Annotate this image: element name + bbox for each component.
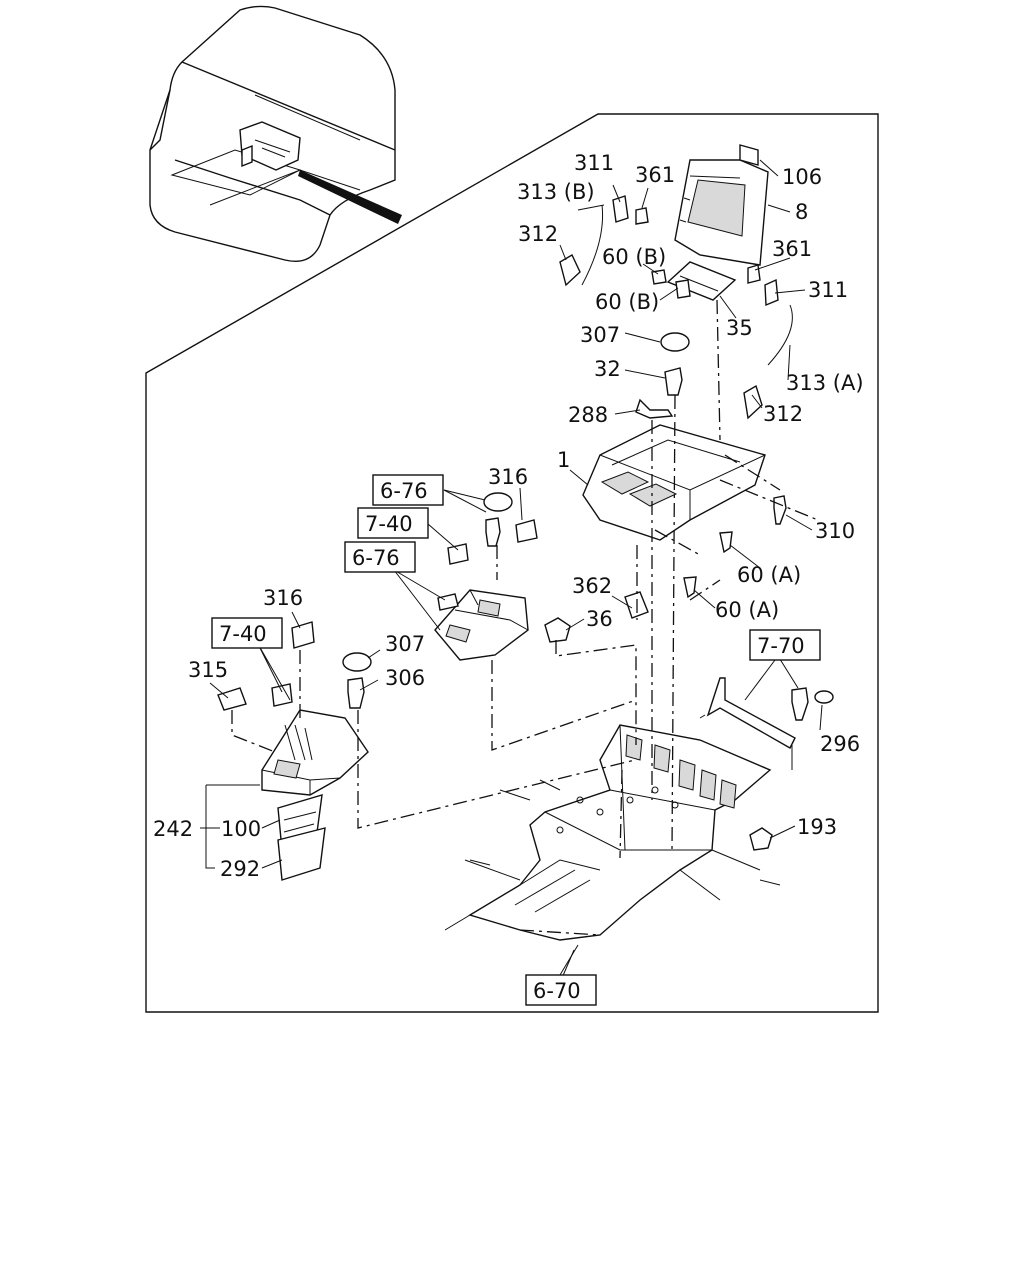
- console-floor-base: [444, 724, 781, 976]
- part-label: 100: [221, 817, 261, 841]
- part-label: 242: [153, 817, 193, 841]
- part-label: 36: [586, 607, 613, 631]
- mid-console-piece: [434, 492, 538, 661]
- part-label: 60 (A): [737, 563, 801, 587]
- part-label: 312: [763, 402, 803, 426]
- vehicle-cab-overview: [149, 5, 402, 263]
- reference-boxes: [211, 474, 821, 1006]
- part-label: 307: [385, 632, 425, 656]
- display-frame-assembly: [559, 144, 793, 420]
- part-label: 193: [797, 815, 837, 839]
- part-label: 316: [488, 465, 528, 489]
- part-label: 361: [635, 163, 675, 187]
- part-label: 292: [220, 857, 260, 881]
- part-label: 311: [808, 278, 848, 302]
- part-label: 362: [572, 574, 612, 598]
- part-label: 35: [726, 316, 753, 340]
- part-label: 288: [568, 403, 608, 427]
- reference-labels: 6-76 7-40 6-76 7-40 7-70 6-70: [219, 479, 805, 1003]
- diagram-frame: [145, 113, 879, 1013]
- part-label: 310: [815, 519, 855, 543]
- part-label: 361: [772, 237, 812, 261]
- leader-lines: [200, 159, 823, 979]
- reference-label: 6-76: [380, 479, 428, 503]
- part-label: 313 (A): [786, 371, 864, 395]
- lower-shift-console: [217, 621, 372, 881]
- assembly-guide-lines: [231, 299, 819, 859]
- part-label: 312: [518, 222, 558, 246]
- reference-label: 7-40: [365, 512, 413, 536]
- part-label: 1: [557, 448, 570, 472]
- part-label: 315: [188, 658, 228, 682]
- part-label: 60 (B): [602, 245, 666, 269]
- reference-label: 7-70: [757, 634, 805, 658]
- part-label: 32: [594, 357, 621, 381]
- reference-label: 6-76: [352, 546, 400, 570]
- part-label: 60 (B): [595, 290, 659, 314]
- part-label: 60 (A): [715, 598, 779, 622]
- part-label: 8: [795, 200, 808, 224]
- part-label: 316: [263, 586, 303, 610]
- part-label: 106: [782, 165, 822, 189]
- part-label: 307: [580, 323, 620, 347]
- part-label: 296: [820, 732, 860, 756]
- reference-label: 7-40: [219, 622, 267, 646]
- part-labels: 106 8 311 361 313 (B) 312 60 (B) 60 (B) …: [153, 151, 864, 881]
- part-label: 311: [574, 151, 614, 175]
- part-label: 306: [385, 666, 425, 690]
- part-label: 313 (B): [517, 180, 595, 204]
- reference-label: 6-70: [533, 979, 581, 1003]
